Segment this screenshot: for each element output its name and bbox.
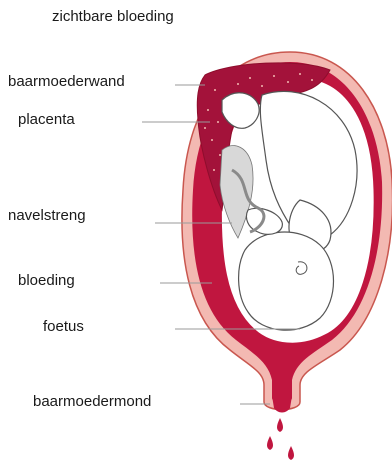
blood-drop	[267, 436, 273, 450]
blood-drop	[277, 418, 283, 432]
label-placenta: placenta	[18, 111, 75, 129]
fetus-head	[239, 232, 334, 330]
cervix-blood	[272, 396, 292, 413]
label-fetus: foetus	[43, 318, 84, 336]
label-bleeding: bloeding	[18, 272, 75, 290]
label-umbilical-cord: navelstreng	[8, 207, 86, 225]
blood-drops	[267, 418, 294, 460]
label-visible-bleeding: zichtbare bloeding	[52, 8, 174, 26]
label-uterine-wall: baarmoederwand	[8, 73, 125, 91]
label-cervix: baarmoedermond	[33, 393, 151, 411]
blood-drop	[288, 446, 294, 460]
